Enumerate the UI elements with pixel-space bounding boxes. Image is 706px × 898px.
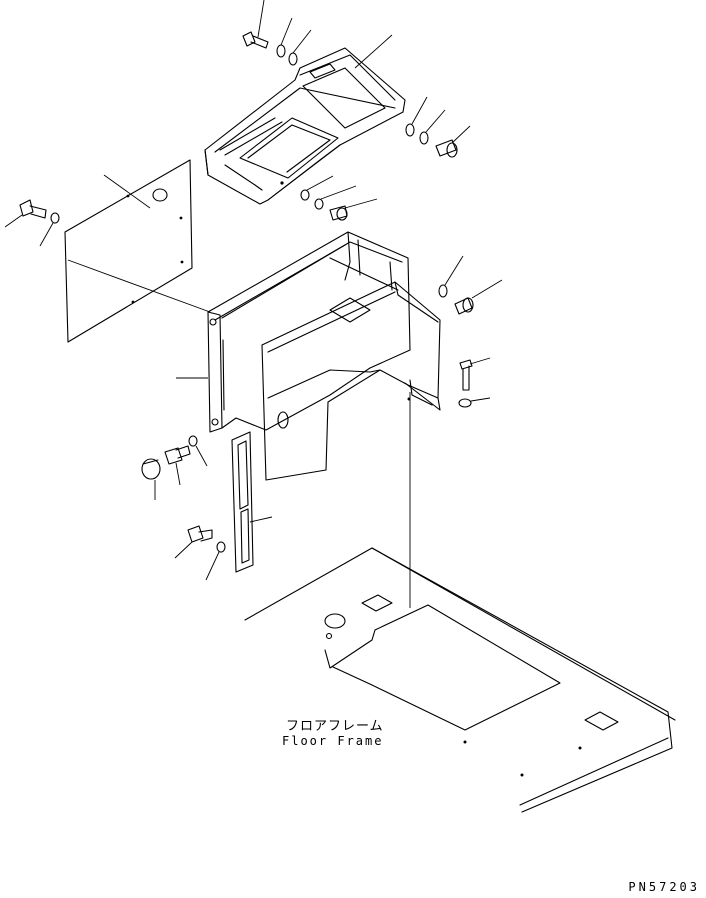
console-top-cover [204, 47, 406, 205]
top-cover-bolt-left [242, 0, 393, 69]
drawing-code: PN57203 [628, 880, 700, 894]
floor-frame-label-en: Floor Frame [282, 734, 384, 748]
box-right-bolt [438, 255, 503, 315]
cover-front-bolt [300, 175, 378, 221]
console-box [176, 231, 411, 433]
side-plate-bolt [4, 199, 60, 247]
top-cover-bolt-right [405, 96, 471, 158]
floor-frame-label-jp: フロアフレーム [286, 719, 384, 734]
lower-bolt-group [174, 525, 226, 581]
mount-bolt-vertical [458, 357, 491, 408]
cap-bolt-group [141, 435, 208, 500]
side-cover-plate [64, 159, 211, 343]
floor-frame [244, 547, 676, 813]
bracket-strip [231, 431, 273, 573]
